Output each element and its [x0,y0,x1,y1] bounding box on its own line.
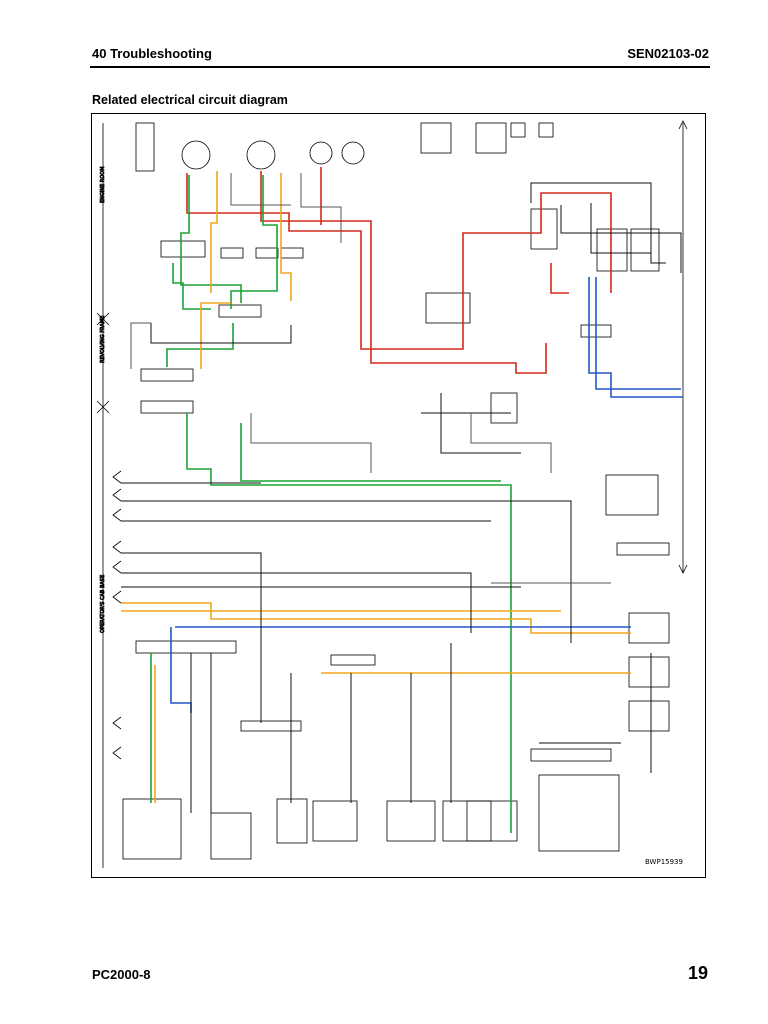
left-region-markers: ENGINE ROOM REVOLVING FRAME OPERATOR'S C… [96,123,110,868]
red-wires [186,167,612,374]
diagram-border [91,113,706,878]
diagram-reference-code: BWP15939 [645,858,683,866]
region-label-operators-cab-base: OPERATOR'S CAB BASE [100,575,106,633]
top-right-components [420,122,670,852]
footer-model: PC2000-8 [92,967,151,982]
right-region-marker [678,120,688,574]
page-number: 19 [687,963,708,983]
gray-wires [130,173,611,584]
black-wires [121,182,682,813]
header-rule [90,66,710,68]
top-components [122,122,518,860]
orange-wires [121,171,631,803]
region-label-engine-room: ENGINE ROOM [100,167,106,203]
left-connector-stubs [112,470,122,760]
electrical-circuit-diagram: ENGINE ROOM REVOLVING FRAME OPERATOR'S C… [91,113,706,878]
section-heading: 40 Troubleshooting [92,46,212,61]
document-code: SEN02103-02 [627,46,709,61]
page-title: Related electrical circuit diagram [92,93,288,107]
green-wires [150,175,512,833]
region-label-revolving-frame: REVOLVING FRAME [100,316,106,363]
